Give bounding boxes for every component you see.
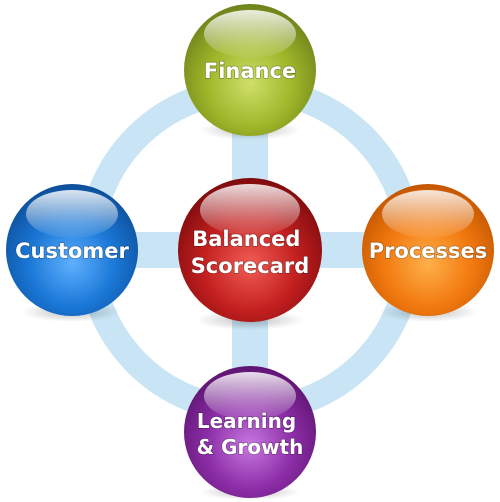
- finance-gloss: [204, 10, 296, 58]
- node-learning-growth: Learning & Growth: [184, 366, 316, 500]
- balanced-scorecard-label-line-1: Balanced: [192, 227, 300, 251]
- finance-label: Finance: [204, 59, 296, 83]
- balanced-scorecard-gloss: [200, 184, 300, 236]
- node-balanced-scorecard: Balanced Scorecard: [178, 178, 322, 330]
- balanced-scorecard-label: Balanced Scorecard: [191, 227, 310, 278]
- customer-label-line-1: Customer: [15, 239, 129, 263]
- finance-label-line-1: Finance: [204, 59, 296, 83]
- customer-gloss: [26, 190, 118, 238]
- processes-label: Processes: [369, 239, 488, 263]
- learning-growth-label: Learning & Growth: [197, 409, 304, 459]
- processes-label-line-1: Processes: [369, 239, 488, 263]
- node-finance: Finance: [184, 4, 316, 140]
- balanced-scorecard-label-line-2: Scorecard: [191, 254, 310, 278]
- node-processes: Processes: [362, 184, 494, 322]
- processes-gloss: [382, 190, 474, 238]
- learning-growth-gloss: [204, 372, 296, 420]
- learning-growth-label-line-1: Learning: [197, 409, 296, 433]
- learning-growth-label-line-2: & Growth: [197, 435, 304, 459]
- customer-label: Customer: [15, 239, 129, 263]
- node-customer: Customer: [6, 184, 138, 322]
